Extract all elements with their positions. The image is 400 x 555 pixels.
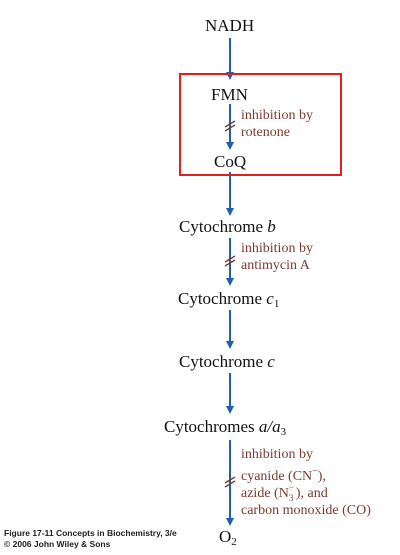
node-cytochromes-aa3-sub: 3 [280,426,287,438]
inhibition-note-cyanide-line3: azide (N−3), and [241,482,371,503]
inhibition-note-rotenone-line2: rotenone [241,125,290,140]
arrow-cytb-cytc1 [224,238,236,286]
node-cytochromes-aa3-italic: a/a [258,417,281,436]
node-o2: O2 [219,528,237,548]
arrow-fmn-coq [224,104,236,150]
inhibition-mark-rotenone [224,120,236,128]
azide-charge: − [288,482,294,492]
node-o2-sub: 2 [231,536,237,548]
inhibition-note-cyanide-line1: inhibition by [241,447,313,462]
azide-close: ), and [295,486,328,501]
inhibition-note-cyanide: inhibition by cyanide (CN−), azide (N−3)… [241,446,371,519]
inhibition-note-rotenone-line1: inhibition by [241,108,313,123]
node-cytochrome-b-label: Cytochrome [179,217,268,236]
cyanide-text: cyanide (CN [241,469,313,484]
figure-caption: Figure 17-11 Concepts in Biochemistry, 3… [4,528,177,550]
node-cytochrome-c1-italic: c [266,289,274,308]
inhibition-note-rotenone: inhibition by rotenone [241,107,313,141]
node-cytochrome-c-italic: c [267,352,275,371]
node-nadh: NADH [205,16,255,35]
node-cytochrome-b: Cytochrome b [179,218,276,235]
azide-subscript: 3 [288,493,294,503]
inhibition-note-cyanide-line2: cyanide (CN−), [241,463,371,485]
figure-caption-line1: Figure 17-11 Concepts in Biochemistry, 3… [4,528,177,538]
azide-text: azide (N [241,486,289,501]
inhibition-note-antimycin-line2: antimycin A [241,258,310,273]
node-cytochrome-c1: Cytochrome c1 [178,290,279,310]
cyanide-close: ), [317,469,326,484]
inhibition-note-antimycin: inhibition by antimycin A [241,240,313,274]
inhibition-mark-cyanide [224,476,236,484]
inhibition-note-antimycin-line1: inhibition by [241,241,313,256]
node-cytochrome-c1-label: Cytochrome [178,289,267,308]
node-fmn: FMN [211,85,248,104]
node-cytochrome-c-label: Cytochrome [179,352,268,371]
node-cytochromes-aa3: Cytochromes a/a3 [164,418,286,438]
node-cytochrome-b-italic: b [267,217,276,236]
node-cytochrome-c1-sub: 1 [273,298,280,310]
inhibition-mark-antimycin [224,255,236,263]
node-coq: CoQ [214,152,247,171]
node-cytochrome-c: Cytochrome c [179,353,275,370]
azide-subsup: −3 [289,482,296,503]
figure-caption-line2: © 2006 John Wiley & Sons [4,539,111,549]
highlight-box [179,73,342,176]
node-cytochromes-aa3-label: Cytochromes [164,417,259,436]
arrow-cytaa3-o2 [224,440,236,526]
inhibition-note-cyanide-line4: carbon monoxide (CO) [241,503,371,518]
cyanide-charge: − [312,466,318,477]
node-o2-label: O [219,527,232,546]
